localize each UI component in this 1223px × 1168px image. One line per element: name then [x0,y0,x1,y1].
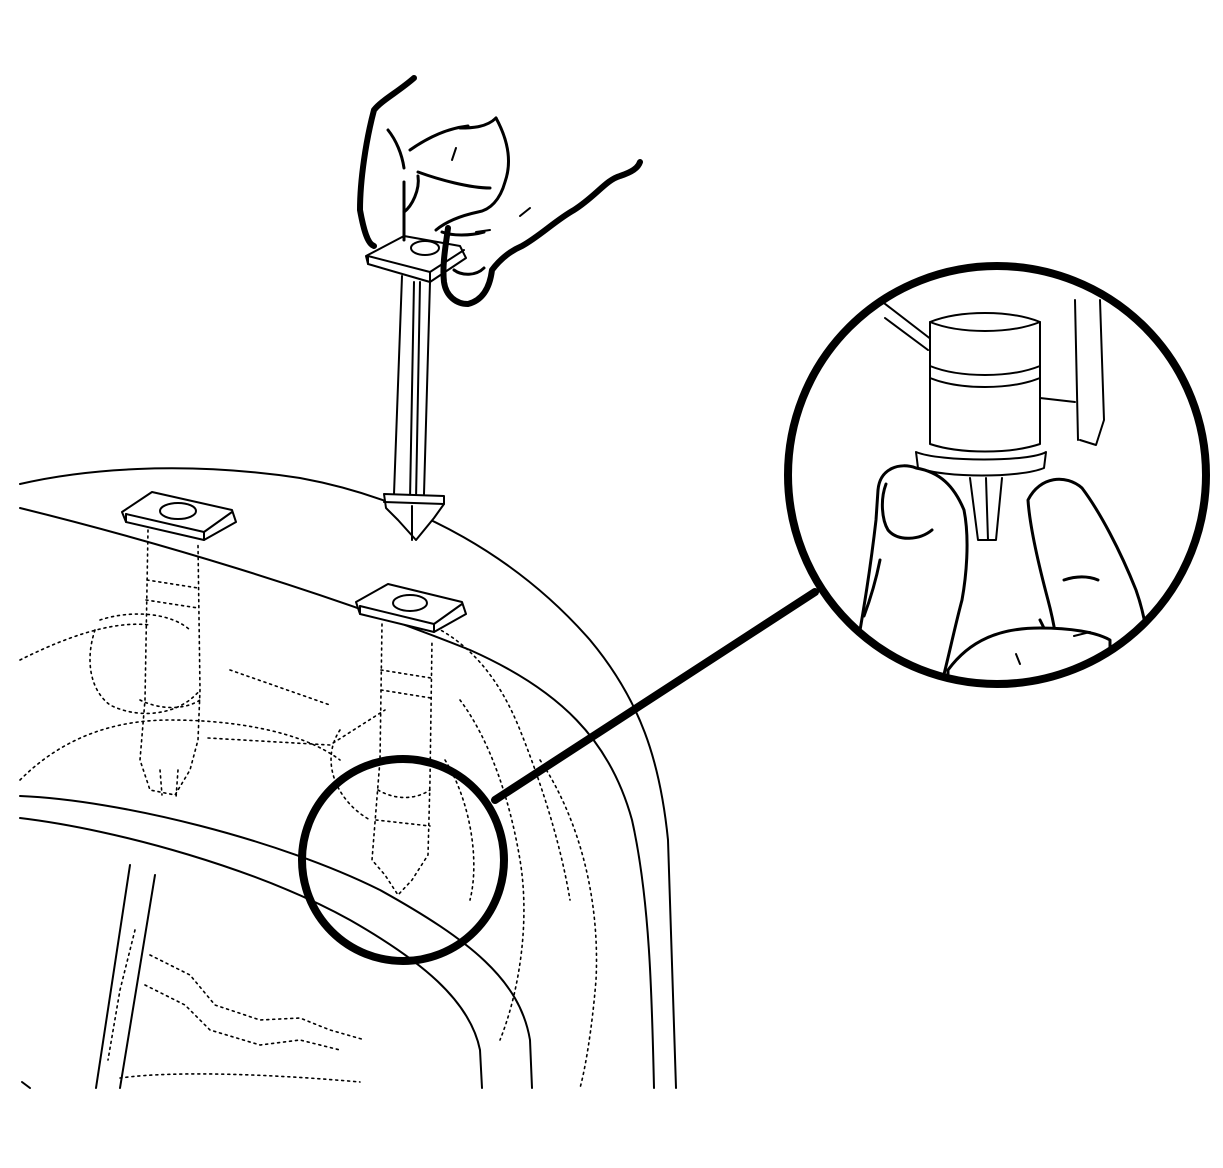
installed-retainer-left [121,491,237,799]
callout-small-circle [298,755,508,965]
installed-retainer-right [355,583,467,897]
callout-detail-circle [784,262,1210,688]
hidden-structure-dotted [19,613,598,1089]
panel-edge [19,467,677,1089]
callout-leader-line [491,588,819,804]
detail-callout [298,262,1210,965]
hand-with-push-pin-retainer [357,75,643,541]
